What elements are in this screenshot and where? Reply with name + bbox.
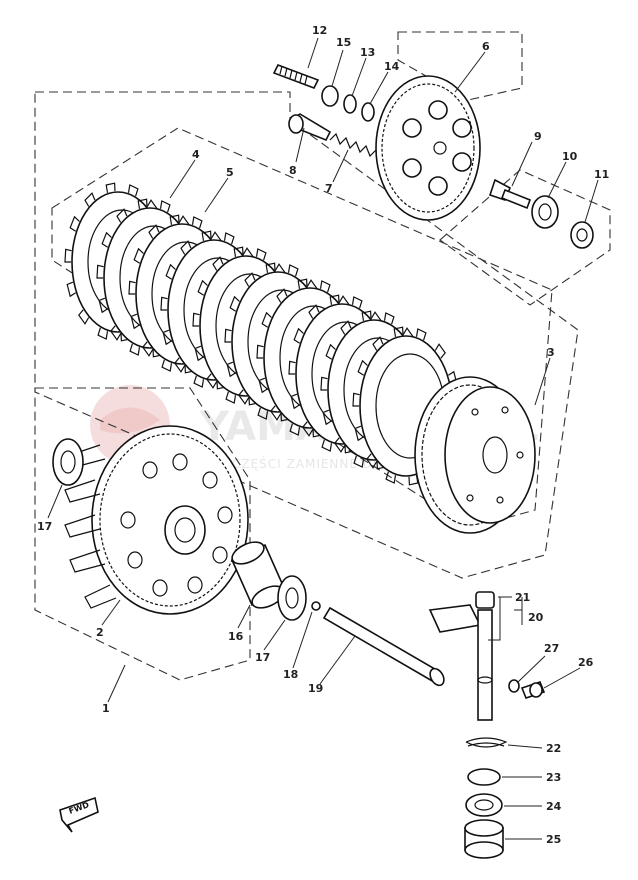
outline-pressure	[397, 31, 523, 101]
bolt-8	[288, 113, 332, 142]
label-11: 11	[594, 168, 609, 181]
label-21: 21	[515, 591, 530, 604]
washer-11	[570, 221, 594, 249]
part-labels: 12 15 13 14 6 8 7 9 10 11 4 5 3 17 2 1 1…	[37, 24, 609, 846]
label-3: 3	[547, 346, 555, 359]
label-8: 8	[289, 164, 297, 177]
label-1: 1	[102, 702, 110, 715]
thrust-washer-left-hole	[60, 450, 76, 474]
label-17-left: 17	[37, 520, 52, 533]
washer-13	[343, 94, 357, 114]
leader-lines	[47, 37, 599, 840]
push-rod	[322, 606, 445, 687]
housing-hub	[164, 505, 206, 555]
label-24: 24	[546, 800, 562, 813]
screw-26	[520, 681, 546, 699]
housing-hub-inner	[174, 517, 196, 543]
pressure-plate	[375, 75, 481, 221]
label-5: 5	[226, 166, 234, 179]
push-rod-1	[488, 178, 532, 210]
label-19: 19	[308, 682, 323, 695]
stud-bolt	[272, 63, 320, 90]
label-2: 2	[96, 626, 104, 639]
thrust-washer-right	[277, 575, 307, 621]
housing-holes	[120, 453, 233, 597]
spring-22	[465, 737, 508, 748]
label-23: 23	[546, 771, 561, 784]
front-marker: FWD	[59, 796, 99, 833]
label-17-right: 17	[255, 651, 270, 664]
outline-plates	[51, 127, 553, 529]
label-16: 16	[228, 630, 244, 643]
label-7: 7	[325, 182, 333, 195]
ball	[311, 601, 321, 611]
nut	[321, 85, 339, 107]
thrust-washer-left	[52, 438, 84, 486]
label-4: 4	[192, 148, 200, 161]
label-25: 25	[546, 833, 561, 846]
bearing-25	[464, 819, 504, 859]
housing-gear-ring	[99, 433, 241, 607]
label-6: 6	[482, 40, 490, 53]
label-20: 20	[528, 611, 544, 624]
bearing-10	[531, 195, 559, 229]
bearing-24	[465, 793, 503, 817]
washer-23	[467, 768, 501, 786]
washer-14	[361, 102, 375, 122]
label-12: 12	[312, 24, 327, 37]
label-22: 22	[546, 742, 561, 755]
outline-outer	[34, 91, 579, 579]
label-13: 13	[360, 46, 375, 59]
label-27: 27	[544, 642, 559, 655]
label-18: 18	[283, 668, 298, 681]
washer-27	[508, 679, 520, 693]
label-10: 10	[562, 150, 578, 163]
outline-housing	[34, 387, 251, 681]
group-outlines	[34, 31, 611, 681]
outline-pushrod	[439, 169, 611, 306]
thrust-washer-right-hole	[285, 587, 299, 609]
clutch-boss	[414, 376, 536, 534]
label-14: 14	[384, 60, 400, 73]
label-26: 26	[578, 656, 594, 669]
push-lever-shaft	[428, 591, 495, 721]
label-15: 15	[336, 36, 351, 49]
label-9: 9	[534, 130, 542, 143]
clutch-housing	[64, 425, 249, 615]
clutch-plate-stack	[64, 182, 460, 486]
clutch-spring	[329, 132, 377, 158]
